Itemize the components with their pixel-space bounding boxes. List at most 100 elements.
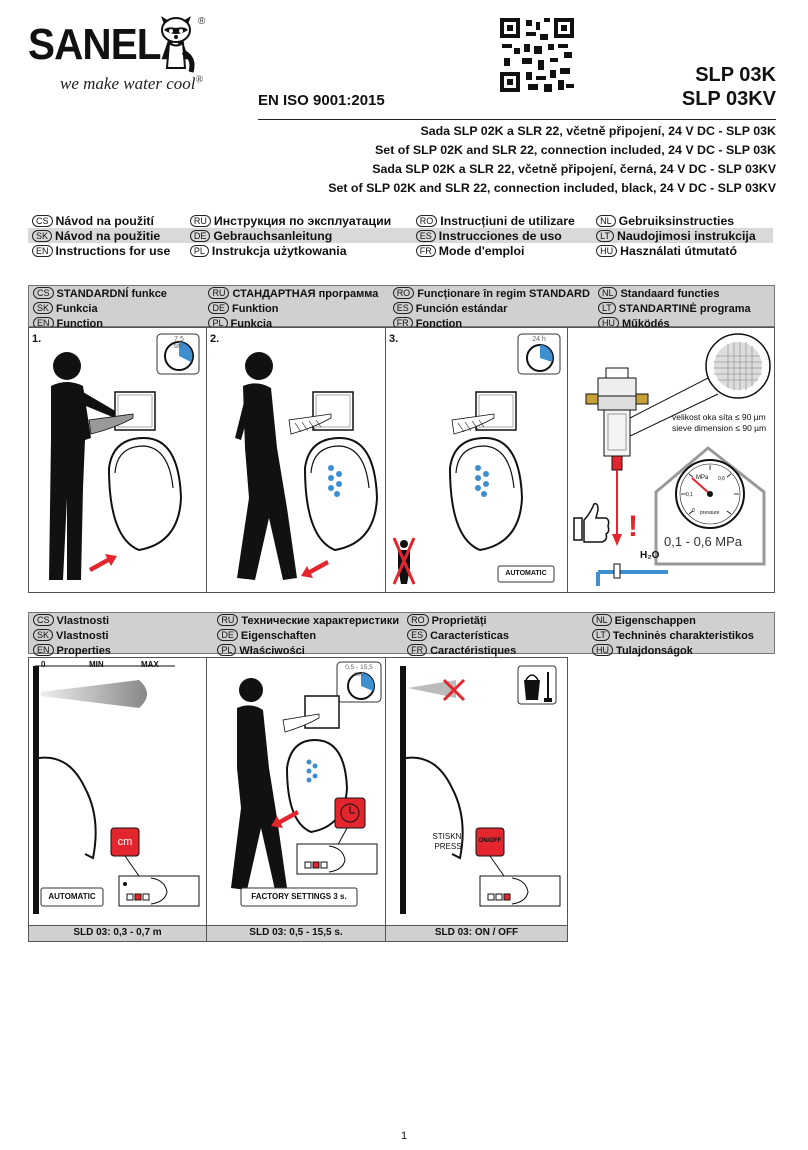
language-label: СТАНДАРТНАЯ программа — [232, 288, 379, 300]
thumbs-up-icon — [573, 502, 610, 543]
language-label: Caractéristiques — [430, 645, 517, 657]
language-code-badge: PL — [189, 244, 209, 257]
language-label: Properties — [56, 645, 111, 657]
language-label: STANDARDNÍ funkce — [56, 288, 167, 300]
language-label: Proprietăți — [431, 615, 487, 627]
detection-range-illustration — [33, 665, 200, 914]
iso-standard: EN ISO 9001:2015 — [258, 92, 385, 109]
model-secondary: SLP 03KV — [681, 88, 776, 110]
language-label: Instrukcja użytkowania — [211, 243, 347, 258]
raccoon-mascot-icon — [161, 16, 195, 73]
gauge-value: 0,6 — [718, 476, 725, 482]
language-code-badge: SK — [33, 629, 54, 641]
automatic-flush-illustration — [392, 333, 561, 585]
language-label: Instrucțiuni de utilizare — [440, 213, 575, 228]
language-code-badge: RO — [407, 614, 429, 626]
panel-number: 2. — [210, 333, 220, 345]
language-label: Instrucciones de uso — [438, 228, 562, 243]
language-label: Standaard functies — [620, 288, 720, 300]
language-code-badge: NL — [596, 214, 616, 227]
language-code-badge: NL — [592, 614, 612, 626]
range-footer: SLD 03: 0,3 - 0,7 m — [28, 925, 207, 942]
language-label: Eigenschappen — [614, 615, 696, 627]
property-panel-range: 0 MIN MAX cm AUTOMATIC — [28, 657, 207, 927]
language-label: Технические характеристики — [241, 615, 400, 627]
description-line: Set of SLP 02K and SLR 22, connection in… — [328, 181, 776, 195]
language-code-badge: CS — [32, 214, 53, 227]
language-label: Инструкция по эксплуатации — [213, 213, 392, 228]
language-code-badge: DE — [217, 629, 238, 641]
language-code-badge: LT — [597, 302, 616, 314]
language-code-badge: SK — [32, 229, 53, 242]
range-zero-label: 0 — [41, 660, 46, 669]
brand-tagline: we make water cool® — [60, 74, 204, 93]
language-code-badge: FR — [415, 244, 436, 257]
language-code-badge: DE — [208, 302, 229, 314]
language-label: Función estándar — [415, 303, 508, 315]
language-label: Gebrauchsanleitung — [213, 228, 333, 243]
language-code-badge: SK — [33, 302, 54, 314]
person-walking-away-illustration — [235, 352, 379, 580]
language-label: Vlastnosti — [56, 615, 110, 627]
language-label: Funktion — [232, 303, 279, 315]
pressure-range: 0,1 - 0,6 MPa — [664, 534, 743, 549]
gauge-unit: MPa — [696, 475, 709, 481]
language-label: Naudojimosi instrukcija — [616, 228, 756, 243]
flush-time-illustration — [231, 661, 382, 907]
language-code-badge: FR — [407, 644, 428, 656]
language-code-badge: EN — [33, 644, 54, 656]
language-code-badge: LT — [596, 229, 614, 242]
qr-code-icon — [500, 18, 574, 92]
on-off-button-label: ON/OFF — [478, 838, 502, 844]
language-label: Instructions for use — [55, 243, 171, 258]
language-label: Tulajdonságok — [616, 645, 693, 657]
language-label: Mode d'emploi — [438, 243, 525, 258]
language-code-badge: HU — [596, 244, 618, 257]
registered-mark: ® — [198, 16, 206, 27]
language-code-badge: EN — [32, 244, 53, 257]
header-divider — [258, 119, 776, 120]
language-code-badge: ES — [415, 229, 436, 242]
description-line: Sada SLP 02K a SLR 22, včetně připojení,… — [372, 162, 776, 176]
gauge-value: 0,1 — [686, 492, 693, 498]
language-label: Návod na použití — [55, 213, 154, 228]
